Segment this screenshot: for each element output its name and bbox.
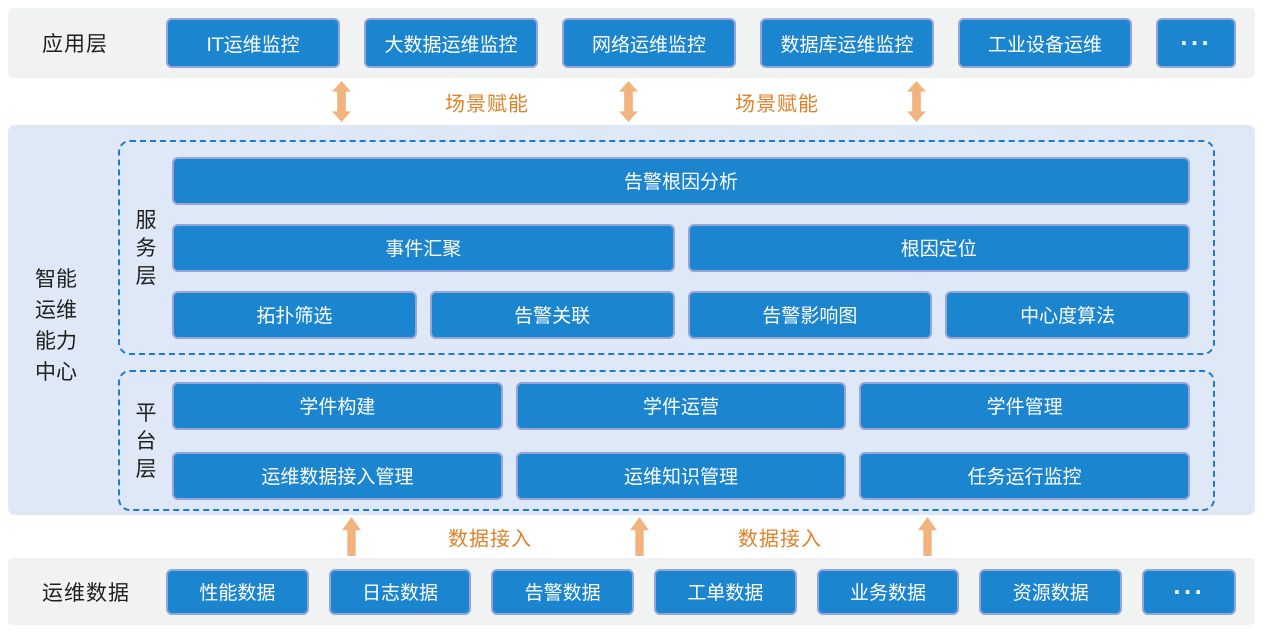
service-row-2: 事件汇聚 根因定位 [172, 223, 1190, 272]
ops-data-label: 运维数据 [42, 580, 130, 605]
box-alarm-data: 告警数据 [491, 568, 635, 615]
service-layer-label: 服务层 [135, 207, 157, 288]
service-layer-rows: 告警根因分析 事件汇聚 根因定位 拓扑筛选 告警关联 告警影响图 中心度算法 [172, 142, 1213, 353]
box-business-data: 业务数据 [816, 568, 960, 615]
box-it-ops-monitoring: IT运维监控 [166, 18, 340, 68]
box-learnware-operation: 学件运营 [515, 381, 847, 430]
capability-center-layers: 服务层 告警根因分析 事件汇聚 根因定位 拓扑筛选 告警关联 告警影响图 中心度… [118, 140, 1215, 511]
box-data-more-ellipsis: ··· [1142, 568, 1237, 615]
scenario-empowerment-label: 场景赋能 [445, 91, 529, 115]
box-industrial-equipment-ops: 工业设备运维 [958, 18, 1132, 68]
up-arrow-icon [630, 517, 649, 556]
box-bigdata-ops-monitoring: 大数据运维监控 [364, 18, 538, 68]
capability-center-band: 智能运维能力中心 服务层 告警根因分析 事件汇聚 根因定位 拓扑筛选 [8, 125, 1255, 515]
up-arrow-icon [342, 517, 361, 556]
box-task-run-monitoring: 任务运行监控 [859, 451, 1191, 500]
box-log-data: 日志数据 [328, 568, 472, 615]
data-access-connector: 数据接入 数据接入 [0, 515, 1263, 558]
platform-layer-group: 平台层 学件构建 学件运营 学件管理 运维数据接入管理 运维知识管理 任务运行监… [118, 370, 1215, 511]
application-layer-boxes: IT运维监控 大数据运维监控 网络运维监控 数据库运维监控 工业设备运维 ··· [166, 18, 1236, 68]
platform-layer-label: 平台层 [135, 400, 157, 481]
service-row-3: 拓扑筛选 告警关联 告警影响图 中心度算法 [172, 290, 1190, 339]
data-access-label: 数据接入 [448, 526, 532, 550]
box-alarm-impact-graph: 告警影响图 [687, 290, 933, 339]
box-centrality-algorithm: 中心度算法 [945, 290, 1190, 339]
application-layer-label: 应用层 [42, 32, 108, 56]
service-layer-group: 服务层 告警根因分析 事件汇聚 根因定位 拓扑筛选 告警关联 告警影响图 中心度… [118, 140, 1215, 355]
box-performance-data: 性能数据 [166, 568, 309, 615]
ops-data-boxes: 性能数据 日志数据 告警数据 工单数据 业务数据 资源数据 ··· [166, 568, 1237, 615]
scenario-empowerment-label: 场景赋能 [735, 91, 819, 115]
scenario-empowerment-connector: 场景赋能 场景赋能 [0, 78, 1263, 125]
box-event-aggregation: 事件汇聚 [172, 223, 675, 272]
box-root-cause-location: 根因定位 [687, 223, 1190, 272]
box-resource-data: 资源数据 [979, 568, 1123, 615]
double-arrow-icon [907, 81, 926, 122]
double-arrow-icon [619, 81, 638, 122]
capability-center-label-col: 智能运维能力中心 [8, 140, 118, 511]
application-layer-band: 应用层 IT运维监控 大数据运维监控 网络运维监控 数据库运维监控 工业设备运维… [8, 8, 1255, 78]
box-learnware-management: 学件管理 [859, 381, 1191, 430]
capability-center-label: 智能运维能力中心 [35, 266, 77, 384]
box-network-ops-monitoring: 网络运维监控 [562, 18, 736, 68]
platform-row-2: 运维数据接入管理 运维知识管理 任务运行监控 [172, 451, 1191, 500]
data-access-label: 数据接入 [738, 526, 822, 550]
box-topology-filtering: 拓扑筛选 [172, 290, 417, 339]
ops-data-band: 运维数据 性能数据 日志数据 告警数据 工单数据 业务数据 资源数据 ··· [8, 558, 1255, 625]
platform-row-1: 学件构建 学件运营 学件管理 [172, 381, 1191, 430]
box-app-more-ellipsis: ··· [1156, 18, 1236, 68]
box-learnware-build: 学件构建 [172, 381, 503, 430]
service-row-1: 告警根因分析 [172, 156, 1190, 205]
box-alarm-root-cause-analysis: 告警根因分析 [172, 156, 1190, 205]
up-arrow-icon [918, 517, 937, 556]
double-arrow-icon [332, 81, 351, 122]
box-ops-knowledge-management: 运维知识管理 [515, 451, 847, 500]
box-alarm-correlation: 告警关联 [429, 290, 675, 339]
box-ticket-data: 工单数据 [654, 568, 797, 615]
platform-layer-rows: 学件构建 学件运营 学件管理 运维数据接入管理 运维知识管理 任务运行监控 [172, 372, 1213, 509]
box-database-ops-monitoring: 数据库运维监控 [760, 18, 934, 68]
box-ops-data-access-management: 运维数据接入管理 [172, 451, 503, 500]
